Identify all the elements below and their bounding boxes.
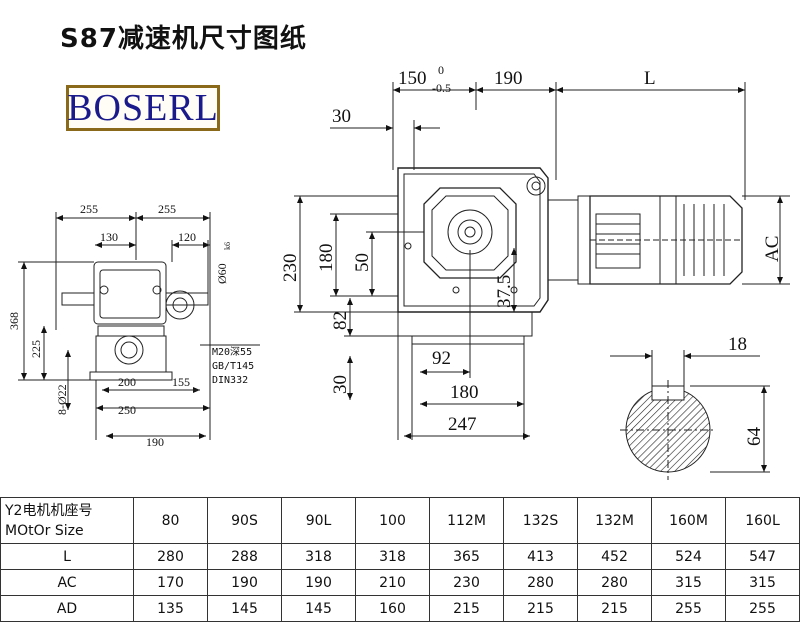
- table-header-row: Y2电机机座号 MOtOr Size 80 90S 90L 100 112M 1…: [0, 497, 800, 544]
- dim-shaft-dia: Ø60: [215, 263, 229, 284]
- dim-225: 225: [29, 340, 43, 358]
- table-cell: 160: [355, 595, 430, 622]
- front-view: [294, 82, 790, 440]
- dim-190-top: 190: [494, 68, 523, 89]
- dim-AC: AC: [762, 236, 783, 262]
- size-col-header: 100: [355, 497, 430, 544]
- header-motor-frame-cn: Y2电机机座号: [5, 502, 93, 519]
- dim-150-upper-tolerance: 0: [438, 63, 444, 77]
- dim-150: 150: [398, 68, 427, 89]
- table-cell: 215: [577, 595, 652, 622]
- dim-180-vertical: 180: [316, 244, 337, 273]
- row-label: AC: [0, 569, 134, 596]
- note-thread: M20深55: [212, 346, 252, 358]
- side-view: [18, 212, 260, 440]
- dim-key-width: 18: [728, 334, 747, 355]
- table-corner-header: Y2电机机座号 MOtOr Size: [0, 497, 134, 544]
- dim-255-right: 255: [158, 202, 176, 216]
- dim-368: 368: [7, 312, 21, 330]
- motor-size-table: Y2电机机座号 MOtOr Size 80 90S 90L 100 112M 1…: [0, 497, 800, 622]
- table-cell: 288: [207, 543, 282, 570]
- table-cell: 315: [725, 569, 800, 596]
- dim-200: 200: [118, 375, 136, 389]
- table-cell: 524: [651, 543, 726, 570]
- table-cell: 413: [503, 543, 578, 570]
- table-cell: 452: [577, 543, 652, 570]
- row-label: AD: [0, 595, 134, 622]
- dim-30-top: 30: [332, 106, 351, 127]
- table-cell: 135: [133, 595, 208, 622]
- dim-155: 155: [172, 375, 190, 389]
- table-cell: 215: [503, 595, 578, 622]
- header-motor-size-en: MOtOr Size: [5, 522, 84, 539]
- dim-190: 190: [146, 435, 164, 449]
- dim-247: 247: [448, 414, 477, 435]
- size-col-header: 112M: [429, 497, 504, 544]
- table-cell: 170: [133, 569, 208, 596]
- table-cell: 318: [355, 543, 430, 570]
- size-col-header: 132S: [503, 497, 578, 544]
- table-cell: 315: [651, 569, 726, 596]
- dim-8-holes: 8-Ø22: [55, 384, 69, 415]
- dim-230: 230: [280, 254, 301, 283]
- table-cell: 365: [429, 543, 504, 570]
- table-cell: 190: [207, 569, 282, 596]
- dim-150-lower-tolerance: -0.5: [432, 81, 451, 95]
- table-cell: 547: [725, 543, 800, 570]
- dim-255-left: 255: [80, 202, 98, 216]
- dim-shaft-tolerance: k6: [223, 242, 232, 250]
- table-cell: 210: [355, 569, 430, 596]
- dim-50: 50: [352, 253, 373, 272]
- dim-shaft-height: 64: [744, 427, 765, 447]
- dim-180-horizontal: 180: [450, 382, 479, 403]
- table-row-AD: AD 135 145 145 160 215 215 215 255 255: [0, 595, 800, 622]
- table-cell: 280: [503, 569, 578, 596]
- size-col-header: 90L: [281, 497, 356, 544]
- dim-130: 130: [100, 230, 118, 244]
- technical-drawing: 255 255 130 120 368 225 8-Ø22 200 155 25…: [7, 63, 790, 480]
- brand-logo-text: BOSERL: [67, 87, 219, 129]
- note-standard-gb: GB/T145: [212, 361, 254, 372]
- table-cell: 280: [133, 543, 208, 570]
- dim-120: 120: [178, 230, 196, 244]
- note-standard-din: DIN332: [212, 375, 248, 386]
- table-cell: 318: [281, 543, 356, 570]
- size-col-header: 80: [133, 497, 208, 544]
- size-col-header: 90S: [207, 497, 282, 544]
- dim-L: L: [644, 68, 656, 89]
- table-cell: 190: [281, 569, 356, 596]
- dim-30-bottom: 30: [330, 375, 351, 394]
- shaft-section: [610, 350, 770, 480]
- table-row-AC: AC 170 190 190 210 230 280 280 315 315: [0, 569, 800, 596]
- table-row-L: L 280 288 318 318 365 413 452 524 547: [0, 543, 800, 570]
- table-cell: 255: [651, 595, 726, 622]
- side-view-labels: 255 255 130 120 368 225 8-Ø22 200 155 25…: [7, 202, 254, 449]
- table-cell: 145: [281, 595, 356, 622]
- page-title: S87减速机尺寸图纸: [60, 24, 307, 54]
- dim-250: 250: [118, 403, 136, 417]
- table-cell: 255: [725, 595, 800, 622]
- dim-82: 82: [330, 311, 351, 330]
- size-col-header: 132M: [577, 497, 652, 544]
- table-cell: 145: [207, 595, 282, 622]
- brand-logo: BOSERL: [66, 85, 220, 131]
- size-col-header: 160L: [725, 497, 800, 544]
- size-col-header: 160M: [651, 497, 726, 544]
- shaft-section-labels: 18 64: [728, 334, 765, 446]
- table-cell: 230: [429, 569, 504, 596]
- dim-92: 92: [432, 348, 451, 369]
- table-cell: 280: [577, 569, 652, 596]
- dim-37-5: 37.5: [494, 275, 515, 308]
- front-view-labels: 150 0 -0.5 190 L 30 230 180 50 82 37.5 3…: [280, 63, 783, 435]
- row-label: L: [0, 543, 134, 570]
- table-cell: 215: [429, 595, 504, 622]
